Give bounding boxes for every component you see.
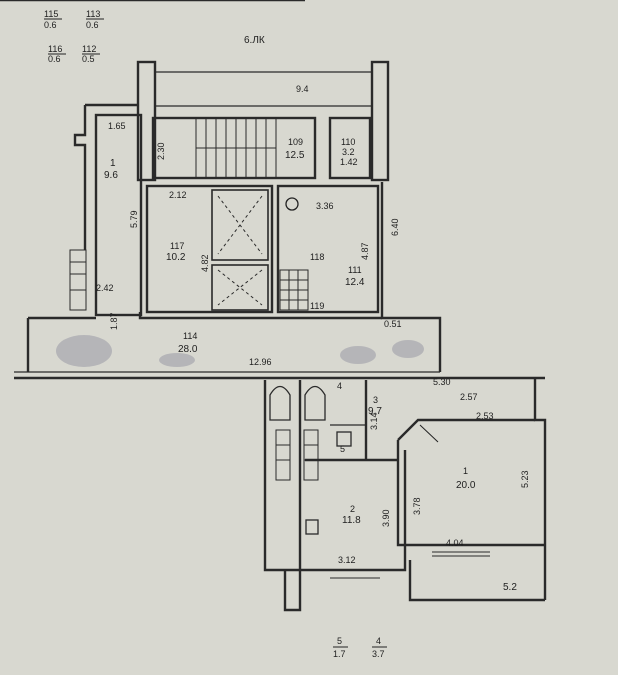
dimension: 3.14 bbox=[369, 412, 379, 430]
balcony-area: 5.2 bbox=[503, 582, 517, 593]
dimension: 9.4 bbox=[296, 84, 309, 94]
room-num: 110 bbox=[341, 137, 355, 147]
legend-area: 0.6 bbox=[44, 20, 57, 30]
dimension: 3.78 bbox=[412, 497, 422, 515]
room-num: 114 bbox=[183, 331, 197, 341]
legend-num: 115 bbox=[44, 9, 58, 19]
dimension: 2.53 bbox=[476, 411, 494, 421]
room-num: 117 bbox=[170, 241, 184, 251]
dimension: 1.65 bbox=[108, 121, 126, 131]
room-num: 4 bbox=[337, 381, 342, 391]
room-area: 28.0 bbox=[178, 344, 198, 355]
legend-num: 4 bbox=[376, 636, 381, 646]
dimension: 6.40 bbox=[390, 218, 400, 236]
walls bbox=[0, 0, 547, 612]
dimension: 3.36 bbox=[316, 201, 334, 211]
dimension: 2.12 bbox=[169, 190, 187, 200]
dimension: 4.87 bbox=[360, 242, 370, 260]
legend-area: 1.7 bbox=[333, 649, 346, 659]
legend-area: 0.5 bbox=[82, 54, 95, 64]
room-num: 111 bbox=[348, 265, 362, 275]
dimension: 119 bbox=[310, 301, 324, 311]
dimension: 5.23 bbox=[520, 470, 530, 488]
room-labels: 1 9.6 109 12.5 110 3.2 1.42 117 10.2 111… bbox=[104, 137, 517, 593]
legend-num: 5 bbox=[337, 636, 342, 646]
legend-area: 0.6 bbox=[48, 54, 61, 64]
room-area: 12.4 bbox=[345, 277, 365, 288]
dimension: 4.82 bbox=[200, 254, 210, 272]
room-area: 10.2 bbox=[166, 252, 186, 263]
room-num: 2 bbox=[350, 504, 355, 514]
room-num: 1 bbox=[110, 158, 116, 169]
dimensions: 9.4 1.65 2.30 2.12 3.36 5.79 4.82 4.87 6… bbox=[96, 84, 530, 565]
room-num: 3 bbox=[373, 395, 378, 405]
dimension: 5.79 bbox=[129, 210, 139, 228]
legend-num: 112 bbox=[82, 44, 96, 54]
dimension: 3.12 bbox=[338, 555, 356, 565]
room-area: 9.6 bbox=[104, 170, 118, 181]
dimension: 5.30 bbox=[433, 377, 451, 387]
dimension: 4.04 bbox=[446, 538, 464, 548]
room-num: 109 bbox=[288, 137, 303, 147]
room-area: 20.0 bbox=[456, 480, 476, 491]
legend-area: 3.7 bbox=[372, 649, 385, 659]
legend-area: 0.6 bbox=[86, 20, 99, 30]
room-num: 1 bbox=[463, 466, 468, 476]
building-label: 6.ЛК bbox=[244, 35, 265, 46]
dimension: 2.57 bbox=[460, 392, 478, 402]
dimension: 12.96 bbox=[249, 357, 272, 367]
dimension: 1.42 bbox=[340, 157, 358, 167]
legend-num: 113 bbox=[86, 9, 100, 19]
dimension: 2.42 bbox=[96, 283, 114, 293]
room-area: 3.2 bbox=[342, 147, 355, 157]
room-area: 9.7 bbox=[368, 406, 382, 417]
legend: 115 0.6 113 0.6 116 0.6 112 0.5 bbox=[44, 9, 104, 64]
dimension: 0.51 bbox=[384, 319, 402, 329]
footer-legend: 5 1.7 4 3.7 bbox=[333, 636, 387, 659]
dimension: 3.90 bbox=[381, 509, 391, 527]
dimension: 2.30 bbox=[156, 142, 166, 160]
room-num: 5 bbox=[340, 444, 345, 454]
dimension: 118 bbox=[310, 252, 324, 262]
dimension: 1.87 bbox=[109, 312, 119, 330]
room-area: 11.8 bbox=[342, 515, 361, 526]
room-area: 12.5 bbox=[285, 150, 305, 161]
legend-num: 116 bbox=[48, 44, 62, 54]
